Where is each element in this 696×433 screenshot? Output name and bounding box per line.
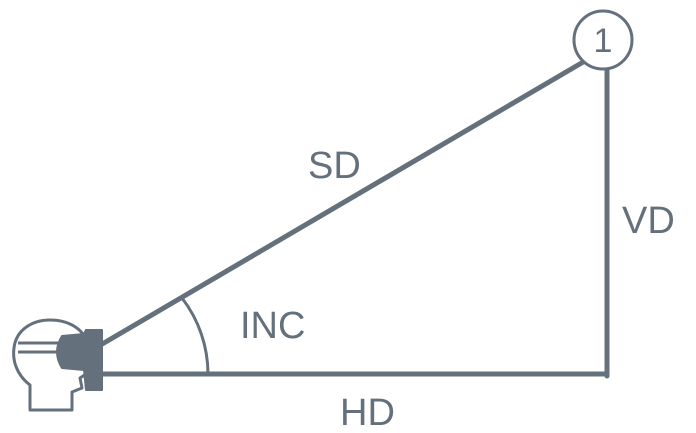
target-marker-number: 1 [594, 22, 613, 60]
label-vd: VD [622, 200, 675, 242]
target-marker-circle [572, 9, 634, 71]
inclination-angle-arc [180, 297, 210, 375]
slope-distance-line [89, 55, 593, 353]
label-hd: HD [340, 392, 395, 433]
rangefinder-device [56, 329, 103, 391]
label-sd: SD [308, 145, 361, 187]
label-inc: INC [240, 305, 305, 347]
person-with-rangefinder-icon [12, 318, 103, 412]
target-marker: 1 [572, 9, 634, 71]
